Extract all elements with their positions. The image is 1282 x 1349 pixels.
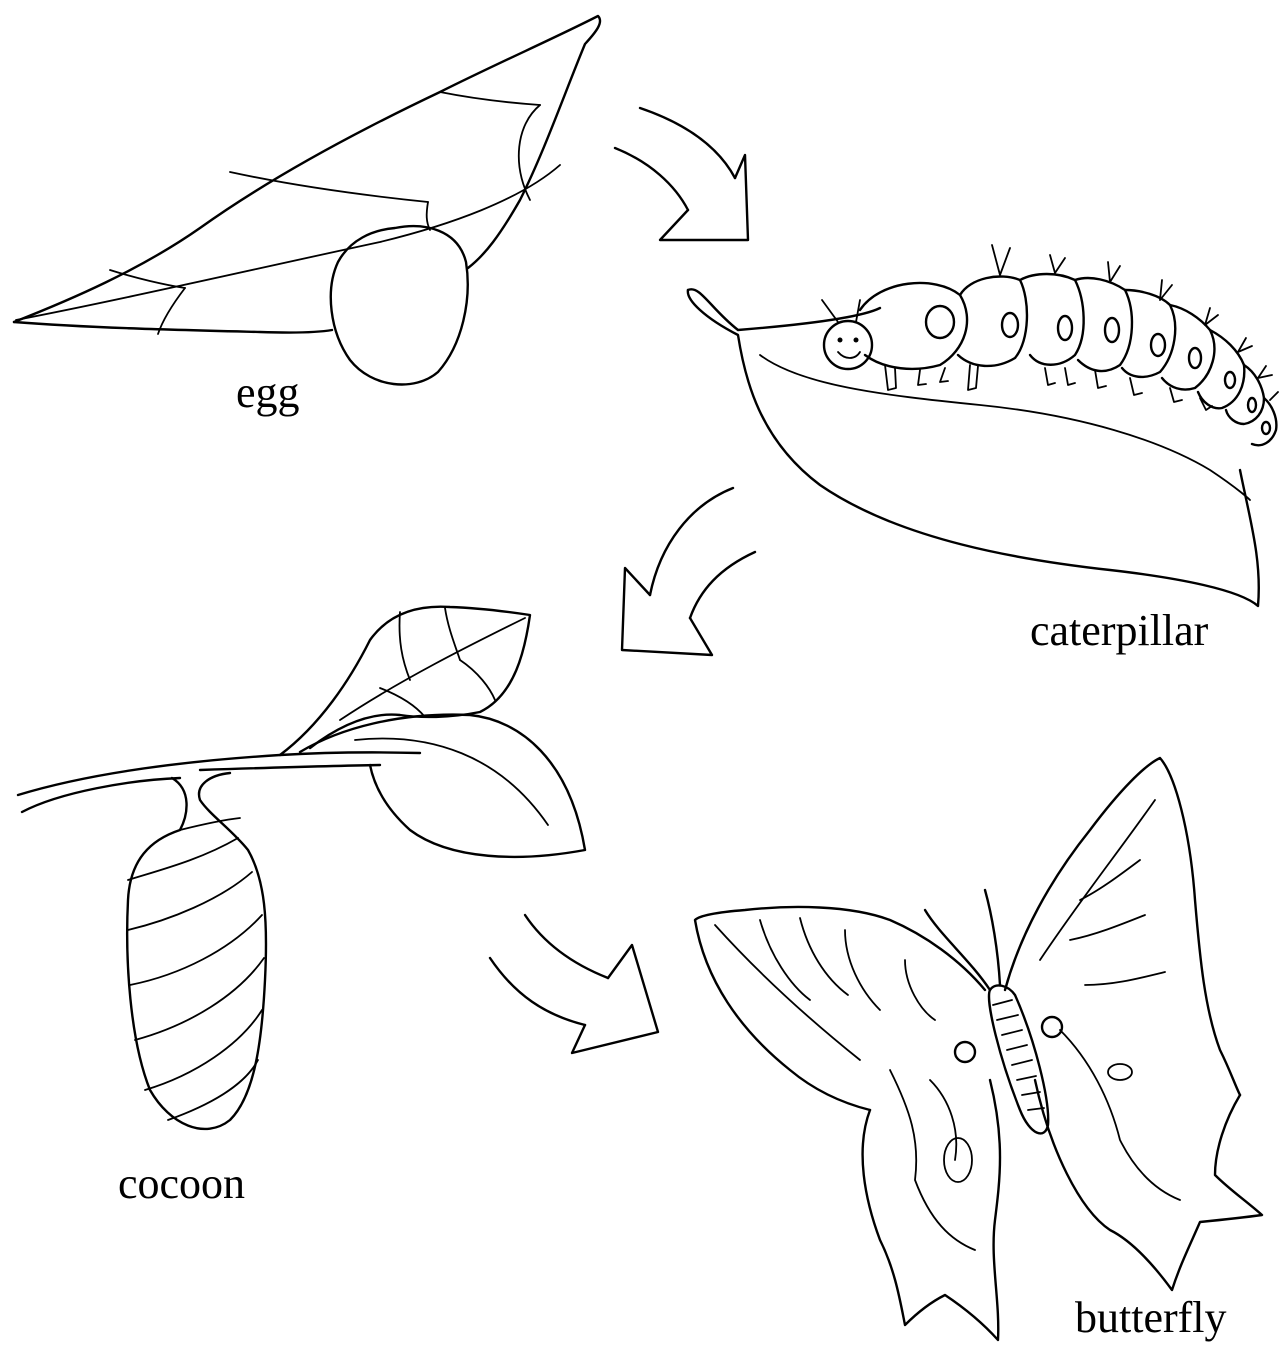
butterfly-label: butterfly (1075, 1293, 1227, 1342)
arrow-egg-to-caterpillar (615, 108, 748, 240)
caterpillar-leaf (688, 289, 1259, 606)
egg-label: egg (236, 368, 300, 417)
butterfly (695, 758, 1262, 1340)
cocoon-label: cocoon (118, 1159, 245, 1208)
caterpillar-head (824, 321, 872, 369)
arrow-caterpillar-to-cocoon (622, 488, 755, 655)
leaf-with-egg (14, 16, 600, 334)
cocoon-stage: cocoon (18, 607, 585, 1208)
cocoon (127, 773, 266, 1129)
egg-shape (331, 226, 468, 384)
butterfly-stage: butterfly (695, 758, 1262, 1342)
caterpillar-stage: caterpillar (688, 245, 1278, 655)
branch-with-leaves (18, 607, 585, 857)
egg-stage: egg (14, 16, 600, 417)
arrow-cocoon-to-butterfly (490, 915, 658, 1053)
caterpillar-label: caterpillar (1030, 606, 1209, 655)
